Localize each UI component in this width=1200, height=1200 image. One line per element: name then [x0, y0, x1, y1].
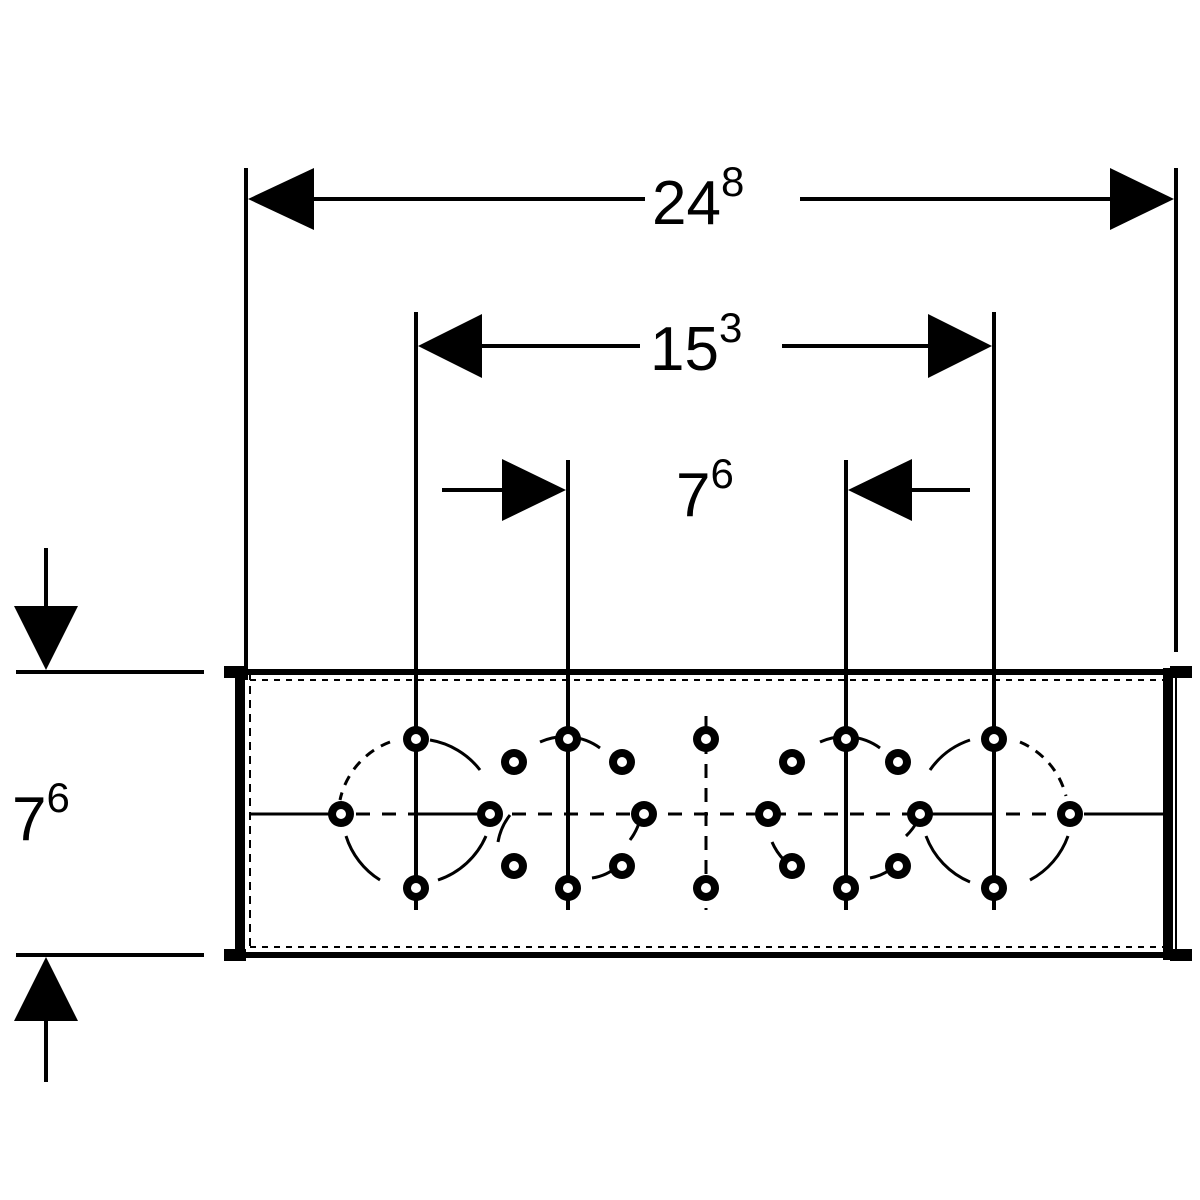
- screw-holes: [328, 726, 1083, 901]
- screw-hole: [631, 801, 657, 827]
- screw-hole: [477, 801, 503, 827]
- screw-hole: [907, 801, 933, 827]
- frame-tab-bottom-right: [1170, 949, 1192, 961]
- dimension-value-sup: 3: [719, 304, 742, 351]
- arc-dashed: [338, 740, 391, 801]
- fitting-pattern-left-outer: [338, 738, 488, 882]
- screw-hole: [501, 853, 527, 879]
- screw-hole: [755, 801, 781, 827]
- screw-hole: [885, 853, 911, 879]
- mounting-frame: [224, 666, 1192, 961]
- arrowhead-left: [248, 168, 314, 230]
- frame-tab-bottom-left: [224, 949, 246, 961]
- dimension-label-inner-centers: 76: [676, 450, 734, 530]
- screw-hole: [609, 749, 635, 775]
- screw-hole: [833, 875, 859, 901]
- arc-solid: [496, 814, 512, 843]
- frame-tab-top-right: [1170, 666, 1192, 678]
- screw-hole: [403, 726, 429, 752]
- frame-tab-top-left: [224, 666, 246, 678]
- screw-hole: [833, 726, 859, 752]
- screw-hole: [885, 749, 911, 775]
- screw-hole: [981, 875, 1007, 901]
- arc-solid: [344, 835, 381, 882]
- arc-solid: [429, 738, 482, 771]
- arc-solid: [770, 841, 786, 862]
- arc-dashed: [1019, 740, 1068, 797]
- arrowhead-right: [502, 459, 566, 521]
- screw-hole: [693, 875, 719, 901]
- screw-hole: [779, 749, 805, 775]
- dimension-label-overall-width: 248: [652, 158, 744, 238]
- arrowhead-left: [848, 459, 912, 521]
- dimension-label-height: 76: [12, 774, 70, 854]
- arrowhead-up: [14, 957, 78, 1021]
- dimension-value-sup: 6: [46, 774, 69, 821]
- dimension-value-main: 7: [12, 785, 46, 854]
- screw-hole: [779, 853, 805, 879]
- arrowhead-left: [418, 314, 482, 378]
- arc-solid: [924, 835, 971, 884]
- screw-hole: [981, 726, 1007, 752]
- screw-hole: [501, 749, 527, 775]
- arc-solid: [1029, 835, 1070, 882]
- screw-hole: [693, 726, 719, 752]
- arc-solid: [928, 738, 971, 771]
- dimension-value-main: 7: [676, 461, 710, 530]
- screw-hole: [1057, 801, 1083, 827]
- arc-solid: [437, 835, 488, 882]
- fitting-pattern-right-outer: [920, 738, 1070, 884]
- dimension-value-sup: 8: [721, 158, 744, 205]
- screw-hole: [609, 853, 635, 879]
- dimension-value-main: 15: [650, 315, 719, 384]
- dimension-height: 76: [12, 548, 204, 1082]
- screw-hole: [403, 875, 429, 901]
- dimension-overall-width: 248: [244, 158, 1178, 680]
- dimension-inner-centers: 76: [442, 450, 970, 910]
- dimension-outer-centers: 153: [414, 304, 996, 910]
- screw-hole: [328, 801, 354, 827]
- dimension-value-sup: 6: [710, 450, 733, 497]
- arrowhead-right: [928, 314, 992, 378]
- arrowhead-down: [14, 606, 78, 670]
- screw-hole: [555, 726, 581, 752]
- dimension-label-outer-centers: 153: [650, 304, 742, 384]
- arrowhead-right: [1110, 168, 1174, 230]
- dimension-value-main: 24: [652, 169, 721, 238]
- screw-hole: [555, 875, 581, 901]
